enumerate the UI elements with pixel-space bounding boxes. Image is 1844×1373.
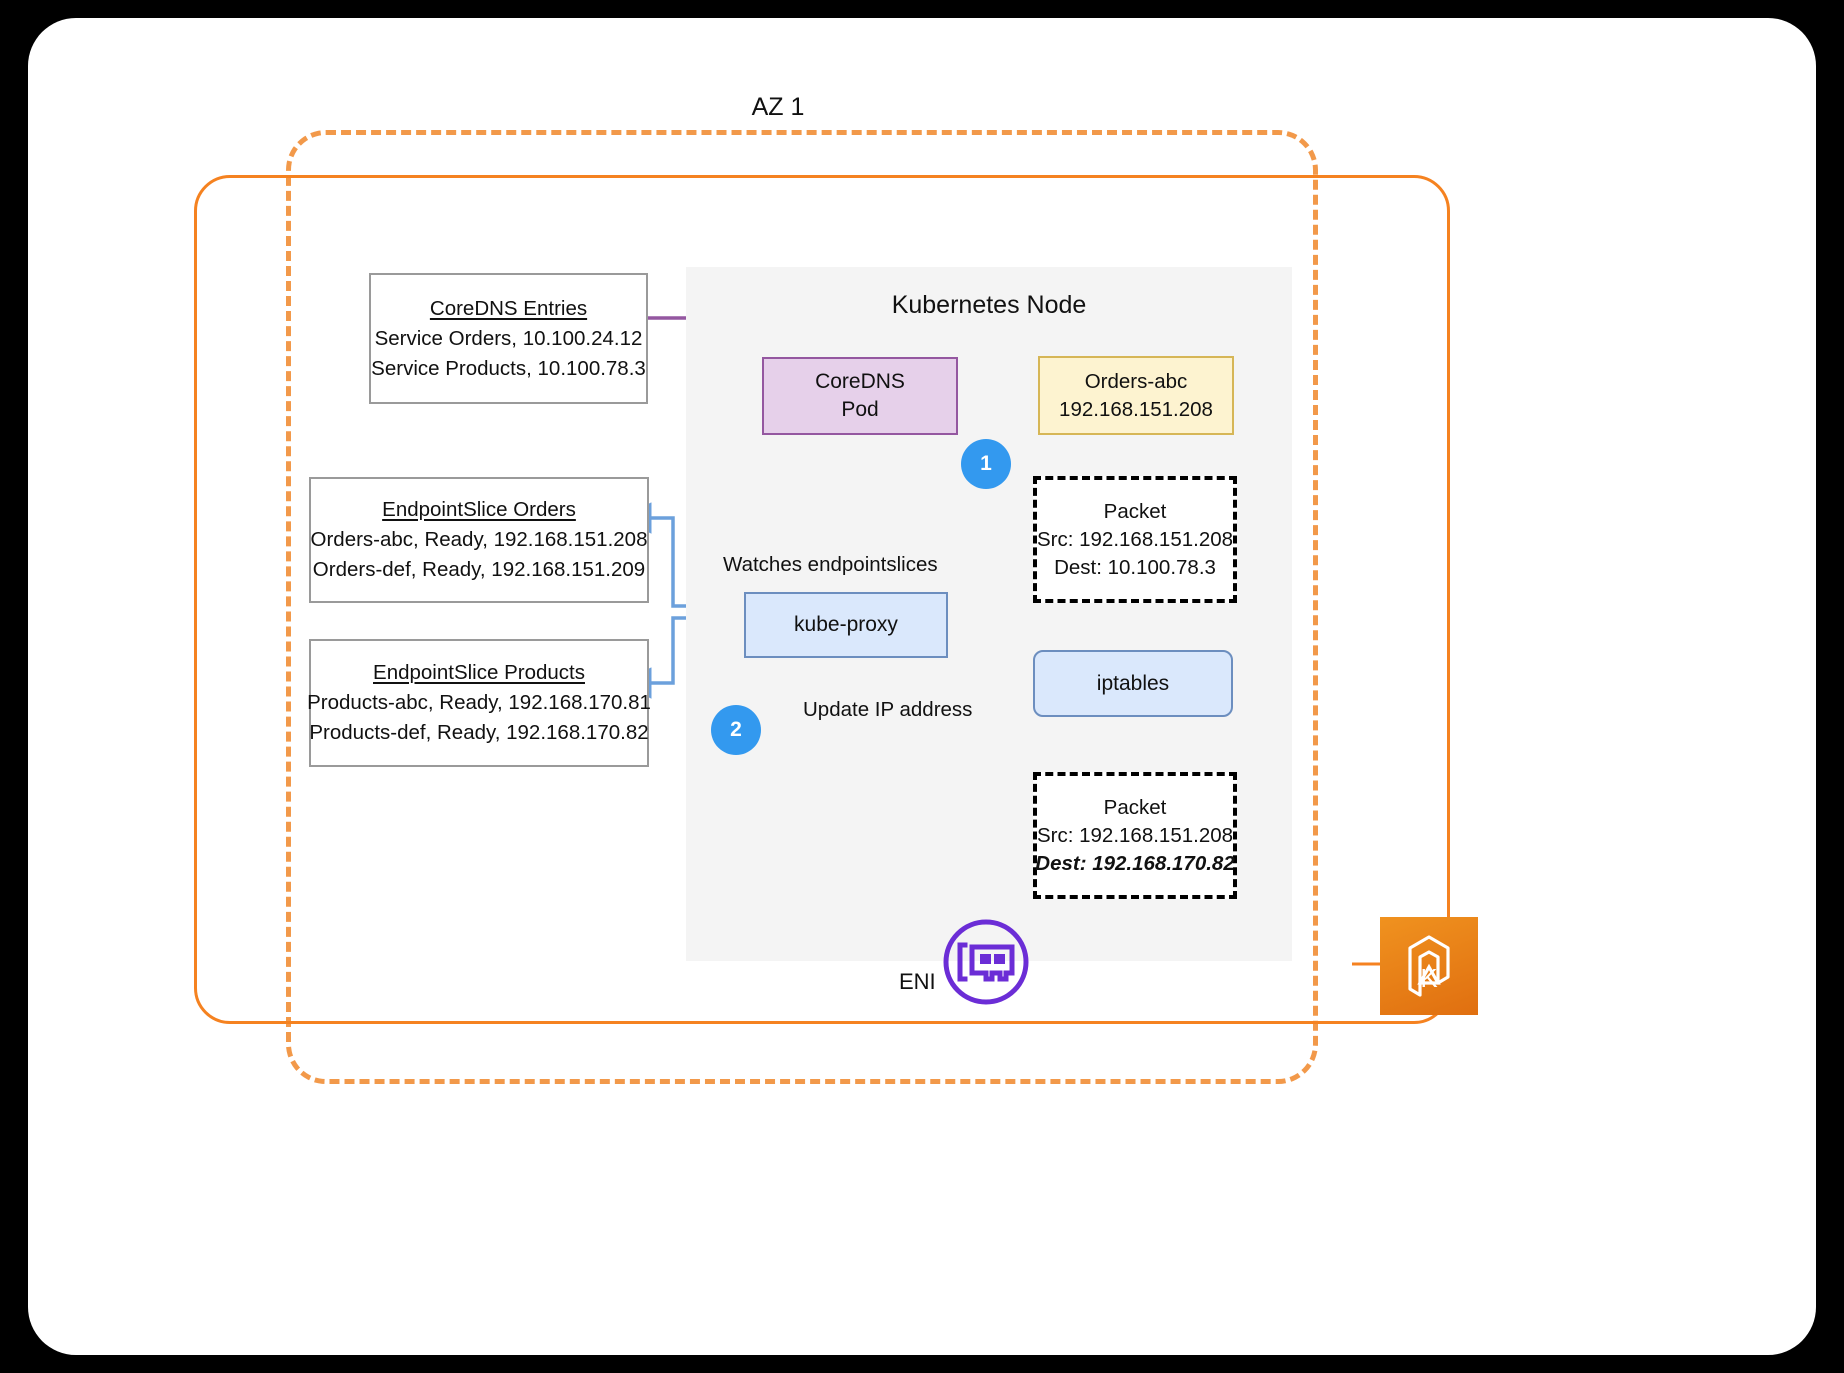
endpointslice-products-row: Products-abc, Ready, 192.168.170.81 (307, 691, 651, 714)
eni-label: ENI (899, 969, 936, 994)
packet-after-src: Src: 192.168.151.208 (1036, 823, 1234, 847)
update-ip-address-label: Update IP address (803, 698, 973, 721)
endpointslice-products-row: Products-def, Ready, 192.168.170.82 (309, 721, 649, 744)
availability-zone-boundary (286, 130, 1318, 1084)
packet-before-title: Packet (1103, 499, 1167, 523)
step-badge-2: 2 (711, 705, 761, 755)
iptables-box: iptables (1033, 650, 1233, 717)
packet-after-box: Packet Src: 192.168.151.208 Dest: 192.16… (1033, 772, 1237, 899)
az-title: AZ 1 (751, 92, 805, 121)
endpointslice-orders-row: Orders-abc, Ready, 192.168.151.208 (310, 528, 648, 551)
packet-before-src: Src: 192.168.151.208 (1036, 527, 1234, 551)
coredns-entry-row: Service Products, 10.100.78.3 (371, 356, 646, 380)
coredns-pod-line2: Pod (841, 398, 879, 421)
packet-before-dest: Dest: 10.100.78.3 (1054, 555, 1216, 579)
eni-icon (942, 918, 1030, 1006)
packet-before-box: Packet Src: 192.168.151.208 Dest: 10.100… (1033, 476, 1237, 603)
coredns-entries-box: CoreDNS Entries Service Orders, 10.100.2… (369, 273, 648, 404)
endpointslice-products-box: EndpointSlice Products Products-abc, Rea… (307, 639, 651, 767)
step-badge-1: 1 (961, 439, 1011, 489)
watches-endpointslices-label: Watches endpointslices (723, 553, 938, 576)
coredns-pod-box: CoreDNS Pod (762, 357, 958, 435)
packet-after-dest: Dest: 192.168.170.82 (1035, 851, 1235, 875)
coredns-entry-row: Service Orders, 10.100.24.12 (374, 326, 643, 350)
endpointslice-orders-title: EndpointSlice Orders (382, 498, 576, 521)
endpointslice-orders-row: Orders-def, Ready, 192.168.151.209 (312, 558, 646, 581)
endpointslice-products-title: EndpointSlice Products (373, 661, 585, 684)
endpointslice-orders-box: EndpointSlice Orders Orders-abc, Ready, … (309, 477, 649, 603)
eks-logo-icon: K (1380, 917, 1478, 1015)
orders-abc-name: Orders-abc (1084, 369, 1188, 393)
diagram-canvas: AZ 1 Kubernetes Node CoreDNS Entries Ser… (28, 18, 1816, 1355)
kube-proxy-box: kube-proxy (744, 592, 948, 658)
orders-abc-pod-box: Orders-abc 192.168.151.208 (1038, 356, 1234, 435)
coredns-pod-line1: CoreDNS (815, 369, 905, 393)
svg-text:K: K (1420, 963, 1438, 993)
orders-abc-ip: 192.168.151.208 (1059, 397, 1213, 421)
coredns-entries-title: CoreDNS Entries (429, 296, 588, 320)
packet-after-title: Packet (1103, 795, 1167, 819)
kubernetes-node-title: Kubernetes Node (891, 290, 1087, 319)
vpc-boundary (194, 175, 1450, 1024)
